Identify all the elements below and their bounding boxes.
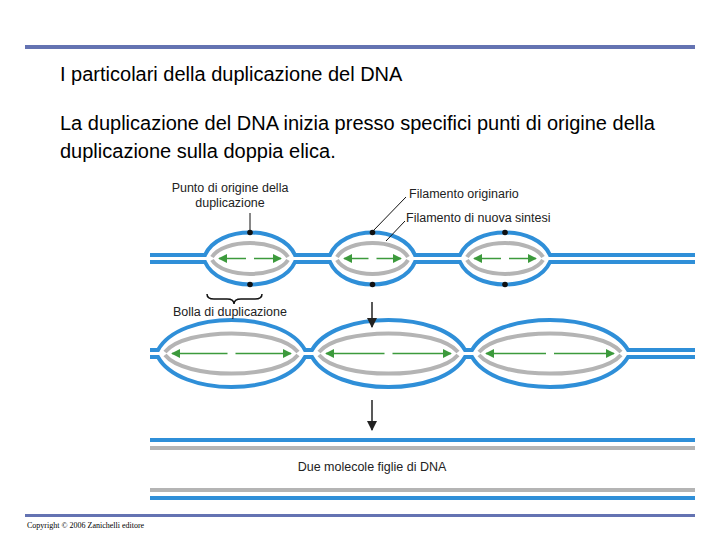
origin-dot xyxy=(502,230,508,236)
strand-label: Filamento di nuova sintesi xyxy=(406,211,626,226)
new-strand xyxy=(319,355,458,374)
original-strand xyxy=(150,233,695,256)
fork-arrow xyxy=(554,353,614,355)
new-strand xyxy=(479,333,621,352)
new-strand xyxy=(212,260,288,274)
new-strand xyxy=(467,260,543,274)
origin-dot xyxy=(370,282,376,288)
step-arrow xyxy=(371,302,373,327)
original-strand xyxy=(150,438,695,442)
new-strand xyxy=(150,446,695,450)
origin-dot xyxy=(370,230,376,236)
strand-label: Filamento originario xyxy=(409,187,609,202)
origin-label: Punto di origine della duplicazione xyxy=(165,181,295,211)
slide-title: I particolari della duplicazione del DNA xyxy=(60,62,680,86)
molecules-label: Due molecole figlie di DNA xyxy=(262,460,482,475)
fork-arrow xyxy=(326,353,385,355)
bubble-label: Bolla di duplicazione xyxy=(140,305,320,320)
fork-arrow xyxy=(236,353,292,355)
dna-duplex xyxy=(150,320,695,387)
new-strand xyxy=(150,488,695,492)
fork-arrow xyxy=(344,258,369,260)
new-strand xyxy=(337,260,408,274)
original-strand xyxy=(150,320,695,350)
slide-body-text: La duplicazione del DNA inizia presso sp… xyxy=(60,110,672,165)
frame-line xyxy=(25,45,695,49)
fork-arrow xyxy=(509,258,536,260)
fork-arrow xyxy=(172,353,228,355)
leader-line xyxy=(250,213,251,231)
new-strand xyxy=(165,355,298,374)
leader-line xyxy=(386,221,405,241)
original-strand xyxy=(150,496,695,500)
original-strand xyxy=(150,262,695,285)
fork-arrow xyxy=(377,258,402,260)
new-strand xyxy=(319,333,458,352)
new-strand xyxy=(165,333,298,352)
step-arrow xyxy=(371,400,373,430)
dna-duplex xyxy=(150,230,695,288)
fork-arrow xyxy=(219,258,246,260)
frame-line xyxy=(25,514,695,517)
fork-arrow xyxy=(254,258,281,260)
new-strand xyxy=(479,355,621,374)
new-strand xyxy=(337,243,408,257)
origin-dot xyxy=(502,282,508,288)
fork-arrow xyxy=(474,258,501,260)
new-strand xyxy=(212,243,288,257)
copyright-note: Copyright © 2006 Zanichelli editore xyxy=(27,521,327,531)
origin-dot xyxy=(247,282,253,288)
new-strand xyxy=(467,243,543,257)
fork-arrow xyxy=(393,353,452,355)
original-strand xyxy=(150,357,695,387)
leader-line xyxy=(373,197,406,231)
fork-arrow xyxy=(486,353,546,355)
bracket xyxy=(207,294,262,304)
